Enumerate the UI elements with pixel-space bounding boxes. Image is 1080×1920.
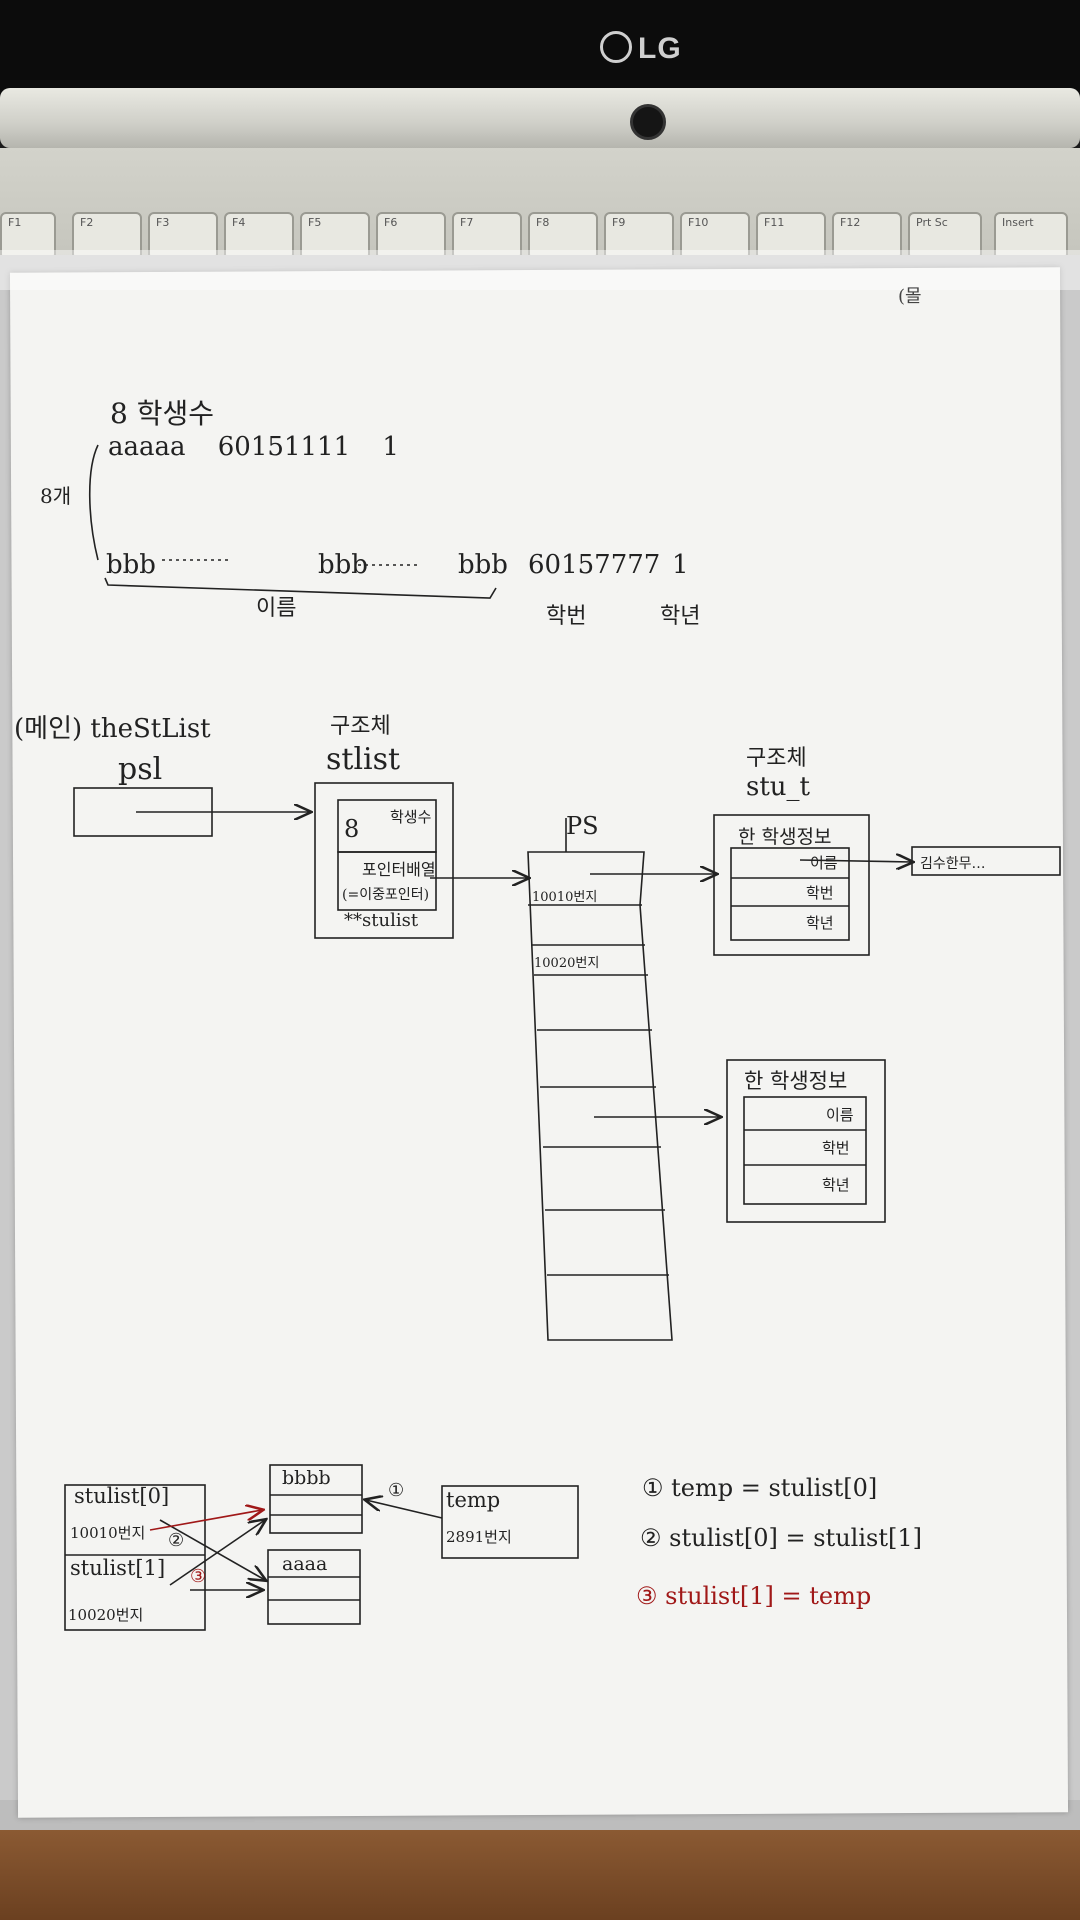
webcam-icon: [630, 104, 666, 140]
temp-arrow: [366, 1500, 443, 1519]
temp-addr: 2891번지: [446, 1528, 512, 1546]
temp-label: temp: [446, 1488, 501, 1512]
circle-1-small: ①: [388, 1480, 405, 1501]
circle-2-small: ②: [168, 1530, 185, 1551]
stulist-box: [64, 1484, 206, 1631]
label-id: 학번: [546, 604, 587, 629]
key-f2: F2: [72, 212, 142, 260]
name-value-box: [911, 846, 1061, 876]
swap-arrow-a: [159, 1519, 265, 1580]
key-insert: Insert: [994, 212, 1068, 260]
key-f8: F8: [528, 212, 598, 260]
info-title-2: 한 학생정보: [744, 1069, 848, 1093]
ps-addr-2: 10020번지: [534, 956, 600, 971]
box-aaaa-label: aaaa: [282, 1553, 328, 1575]
stlist-ptr-cell: [337, 851, 437, 911]
row-last-name3: bbb: [458, 550, 508, 580]
ps-addr-1: 10010번지: [532, 890, 598, 905]
struct1-caption: 구조체: [330, 714, 391, 739]
swap-step-3: ③ stulist[1] = temp: [636, 1582, 872, 1610]
side-count-label: 8개: [40, 484, 72, 508]
field-id-1: 학번: [806, 884, 834, 902]
count-line: 8 학생수: [110, 397, 214, 430]
student-info-fields-1: [730, 847, 850, 941]
struct2-caption: 구조체: [746, 746, 807, 771]
name-underline: [104, 577, 497, 599]
ps-label: PS: [566, 812, 599, 840]
brand-text: LG: [638, 32, 682, 65]
info-title-1: 한 학생정보: [738, 826, 832, 848]
struct1-name: stlist: [326, 742, 401, 777]
name-arrow: [799, 860, 912, 862]
field-name-1: 이름: [810, 854, 838, 872]
stulist0-addr: 10010번지: [70, 1524, 146, 1542]
field-name-2: 이름: [826, 1106, 854, 1124]
key-f10: F10: [680, 212, 750, 260]
field-year-1: 학년: [806, 914, 834, 932]
field-id-2: 학번: [822, 1139, 850, 1157]
student-info-fields-2: [743, 1096, 867, 1205]
struct1-ptr-sub: (=이중포인터): [342, 887, 430, 903]
plastic-sleeve-edge: [0, 250, 1080, 290]
stulist1-addr: 10020번지: [68, 1606, 144, 1624]
laptop-bezel: [0, 0, 1080, 95]
swap-arrow-red: [149, 1510, 262, 1531]
label-year: 학년: [660, 604, 701, 629]
stlist-outer: [314, 782, 454, 939]
box-aaaa: [267, 1549, 361, 1625]
left-brace: [88, 444, 99, 561]
name-value: 김수한무…: [920, 856, 986, 872]
struct2-name: stu_t: [746, 772, 810, 802]
key-f9: F9: [604, 212, 674, 260]
lg-circle-icon: [600, 31, 632, 64]
key-f6: F6: [376, 212, 446, 260]
row-last-name1: bbb: [106, 550, 156, 580]
row-last-year: 1: [672, 550, 689, 580]
stulist1-label: stulist[1]: [70, 1556, 166, 1580]
student-info-outer-1: [713, 814, 870, 956]
ps-array-outline: [527, 851, 673, 1341]
struct1-count: 8: [344, 815, 360, 843]
row-last-id: 60157777: [528, 550, 661, 580]
row-first: aaaaa 60151111 1: [108, 432, 399, 462]
stulist0-label: stulist[0]: [74, 1484, 170, 1508]
label-name: 이름: [256, 596, 297, 621]
swap-arrow-b: [169, 1520, 265, 1586]
swap-step-1: ① temp = stulist[0]: [642, 1474, 878, 1502]
laptop-hinge: [0, 88, 1080, 148]
student-info-outer-2: [726, 1059, 886, 1223]
key-f4: F4: [224, 212, 294, 260]
corner-note: (몰: [898, 286, 922, 307]
swap-step-2: ② stulist[0] = stulist[1]: [640, 1524, 922, 1552]
box-bbbb-label: bbbb: [282, 1467, 331, 1489]
struct1-ptr-label: 포인터배열: [362, 860, 436, 879]
key-f5: F5: [300, 212, 370, 260]
desk-surface: [0, 1830, 1080, 1920]
psl-label: psl: [118, 752, 163, 787]
main-label: (메인) theStList: [14, 714, 211, 744]
struct1-type: **stulist: [344, 910, 419, 931]
circle-3-small: ③: [190, 1566, 207, 1587]
keyboard-function-row: F1 F2 F3 F4 F5 F6 F7 F8 F9 F10 F11 F12 P…: [0, 148, 1080, 260]
key-f11: F11: [756, 212, 826, 260]
struct1-count-label: 학생수: [390, 808, 432, 826]
field-year-2: 학년: [822, 1176, 850, 1194]
lg-logo: LG: [600, 31, 682, 66]
temp-box: [441, 1485, 579, 1559]
